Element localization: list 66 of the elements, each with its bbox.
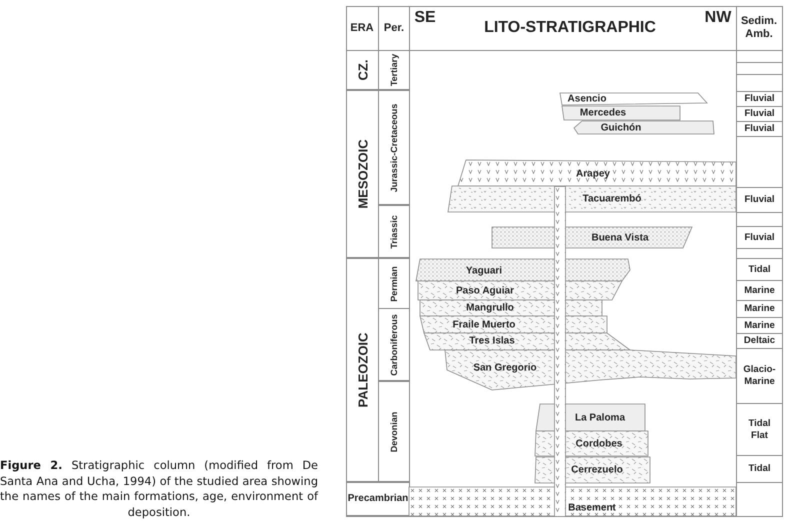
environment-label: Tidal Flat	[748, 418, 772, 442]
formation-name: La Paloma	[574, 412, 626, 424]
formation-layer	[424, 333, 630, 350]
period-cell	[378, 381, 410, 482]
period-label: Permian	[389, 266, 399, 302]
figure-caption: Figure 2. Stratigraphic column (modified from De Santa Ana and Ucha, 1994) of the studied area showing the names of the main formations, age, environment of deposition.	[0, 458, 318, 520]
column-header: Sedim. Amb.	[740, 15, 778, 41]
era-cell	[346, 258, 379, 482]
formation-name: Buena Vista	[591, 232, 649, 244]
formation-name: Yaguari	[466, 266, 502, 276]
environment-label: Fluvial	[743, 108, 776, 120]
period-label: Jurassic-Cretaceous	[389, 103, 399, 192]
era-label: Precambrian	[348, 493, 408, 505]
formation-layer	[448, 186, 736, 212]
environment-label: Fluvial	[743, 194, 776, 206]
formation-layer	[458, 160, 736, 186]
formation-layer	[560, 93, 707, 105]
environment-label: Marine	[743, 320, 776, 332]
formation-layer	[416, 259, 630, 281]
formation-layer	[562, 106, 680, 120]
formation-name: Guichón	[600, 122, 642, 134]
era-label: PALEOZOIC	[355, 332, 370, 408]
period-label: Devonian	[389, 411, 399, 452]
formation-name: Paso Aguiar	[456, 286, 514, 296]
formation-name: Tres Islas	[469, 336, 515, 346]
title-header: LITO-STRATIGRAPHIC	[484, 19, 656, 37]
formation-name: San Gregorio	[473, 362, 537, 374]
environment-label: Tidal	[748, 264, 772, 276]
formation-name: Arapey	[576, 168, 610, 180]
formation-name: Mercedes	[580, 108, 626, 118]
era-cell	[346, 482, 410, 516]
environment-label: Marine	[743, 284, 776, 296]
period-cell	[378, 205, 410, 258]
formation-layer	[418, 281, 622, 300]
direction-label: SE	[414, 9, 436, 27]
era-cell	[346, 90, 379, 258]
formation-name: Cordobes	[576, 438, 622, 450]
formation-layer	[535, 457, 650, 483]
formation-layer	[409, 487, 736, 516]
formation-name: Cerrezuelo	[571, 464, 623, 476]
period-label: Triassic	[389, 214, 399, 248]
formation-name: Mangrullo	[466, 302, 514, 314]
formation-layer	[420, 316, 607, 333]
environment-label: Fluvial	[743, 93, 776, 105]
environment-label: Marine	[743, 303, 776, 315]
period-label: Tertiary	[389, 54, 399, 86]
environment-label: Deltaic	[742, 335, 776, 347]
period-label: Carboniferous	[389, 314, 399, 376]
era-label: MESOZOIC	[355, 139, 370, 209]
formation-name: Basement	[568, 502, 616, 514]
direction-label: NW	[704, 9, 732, 27]
formation-layer	[535, 431, 648, 456]
column-header: Per.	[384, 22, 404, 34]
formation-name: Tacuarembó	[582, 194, 642, 204]
formation-layer	[492, 227, 692, 248]
environment-label: Fluvial	[743, 232, 776, 244]
formation-name: Fraile Muerto	[452, 320, 516, 330]
era-label: CZ.	[355, 60, 370, 80]
formation-name: Asencio	[568, 94, 606, 104]
formation-layer	[420, 300, 602, 316]
environment-label: Fluvial	[743, 123, 776, 135]
period-cell	[378, 90, 410, 205]
environment-label: Tidal	[748, 463, 772, 475]
formation-layer	[574, 121, 714, 134]
column-header: ERA	[350, 22, 374, 34]
environment-label: Glacio-Marine	[742, 364, 776, 388]
